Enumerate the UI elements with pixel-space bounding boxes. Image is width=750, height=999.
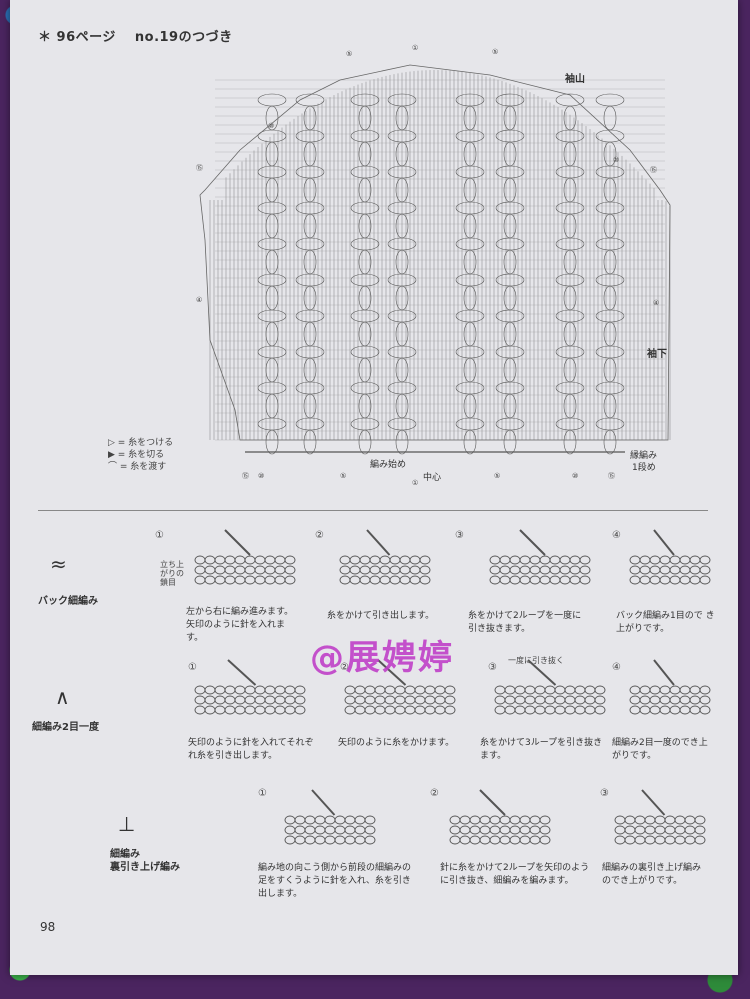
sleeve-outline [199,64,671,441]
bpsc-title-line1: 細編み [110,849,140,860]
marker-left-10: ⑩ [268,122,274,130]
page-header: ＊ 96ページ no.19のつづき [38,26,247,45]
marker-bottom-7: ⑮ [608,472,615,480]
marker-bottom-2: ⑩ [258,472,264,480]
watermark: @展娉婷 [310,638,454,678]
back-sc-step2-num: ② [315,530,324,541]
page-number: 98 [40,920,56,934]
sc2tog-step1-num: ① [188,662,197,673]
sc2tog-title: 細編み2目一度 [32,722,99,733]
book-page: ＊ 96ページ no.19のつづき 袖山 袖下 編み始め 中心 縁編み 1段め … [10,0,738,975]
bpsc-step1-text: 編み地の向こう側から前段の細編みの足をすくうように針を入れ、糸を引き出します。 [258,863,412,899]
back-sc-step3-num: ③ [455,530,464,541]
bpsc-step3-num: ③ [600,788,609,799]
sc2tog-step2-text: 矢印のように糸をかけます。 [338,738,455,748]
bpsc-step1-num: ① [258,788,267,799]
sc2tog-step4-text: 細編み2目一度のでき上がりです。 [612,738,708,761]
bpsc-symbol: ⊥ [118,812,136,836]
back-sc-symbol: ≈ [50,552,67,576]
back-sc-step2-text: 糸をかけて引き出します。 [327,611,435,621]
label-sleeve-cap: 袖山 [564,72,585,85]
back-sc-step4-num: ④ [612,530,621,541]
chart-legend: ▷ = 糸をつける ▶ = 糸を切る ⌒ = 糸を渡す [108,437,173,473]
marker-bottom-4: ① [412,479,418,487]
label-edging: 縁編み [630,449,657,461]
bpsc-step2-num: ② [430,788,439,799]
sc2tog-step2-num: ② [340,662,349,673]
marker-top-center: ① [412,44,418,52]
label-center: 中心 [423,471,441,483]
marker-bottom-1: ⑮ [242,472,249,480]
marker-bottom-5: ⑤ [494,472,500,480]
legend-carry-yarn: ⌒ = 糸を渡す [108,462,167,472]
marker-bottom-6: ⑩ [572,472,578,480]
back-sc-step3-text: 糸をかけて2ループを一度に引き抜きます。 [468,611,582,634]
label-start: 編み始め [370,458,406,470]
legend-join-yarn: ▷ = 糸をつける [108,438,174,448]
marker-left-15: ⑮ [196,164,203,172]
section-divider [38,510,708,511]
back-sc-step1-text: 左から右に編み進みます。矢印のように針を入れます。 [186,607,294,643]
sc2tog-step3-note: 一度に引き抜く [508,656,564,665]
marker-bottom-3: ⑤ [340,472,346,480]
bpsc-step2-text: 針に糸をかけて2ループを矢印のように引き抜き、細編みを編みます。 [440,863,590,886]
bottom-markers: ⑮ ⑩ ⑤ ① ⑤ ⑩ ⑮ [242,472,615,487]
label-underarm: 袖下 [646,347,667,360]
sc2tog-step3-num: ③ [488,662,497,673]
marker-right-15: ⑮ [650,166,657,174]
sc2tog-step4-num: ④ [612,662,621,673]
page-title: no.19のつづき [134,30,233,45]
back-sc-note: 立ち上がりの鎖目 [160,560,184,587]
marker-left-4: ④ [196,296,202,304]
crochet-chart: 袖山 袖下 編み始め 中心 縁編み 1段め ⑤ ① ⑤ ⑩ ⑮ ④ ⑩ ⑮ ④ … [196,44,671,487]
legend-cut-yarn: ▶ = 糸を切る [108,450,165,460]
bpsc-step3-text: 細編みの裏引き上げ編みのでき上がりです。 [602,863,702,886]
bpsc-title-line2: 裏引き上げ編み [110,862,180,873]
label-edging-rows: 1段め [632,461,656,473]
page-ref: ＊ 96ページ [38,30,116,45]
back-sc-step1-num: ① [155,530,164,541]
back-sc-title: バック細編み [38,596,98,607]
marker-top-right: ⑤ [492,48,498,56]
back-sc-step4-text: バック細編み1目ので き上がりです。 [616,611,715,634]
marker-right-4: ④ [653,299,659,307]
sc2tog-step1-text: 矢印のように針を入れてそれぞれ糸を引き出します。 [188,738,314,761]
sc2tog-step3-text: 糸をかけて3ループを引き抜きます。 [480,738,603,761]
sc2tog-symbol: ∧ [55,685,70,709]
marker-right-10: ⑩ [613,156,619,164]
stitch-illustrations [194,529,711,845]
marker-top-left: ⑤ [346,50,352,58]
